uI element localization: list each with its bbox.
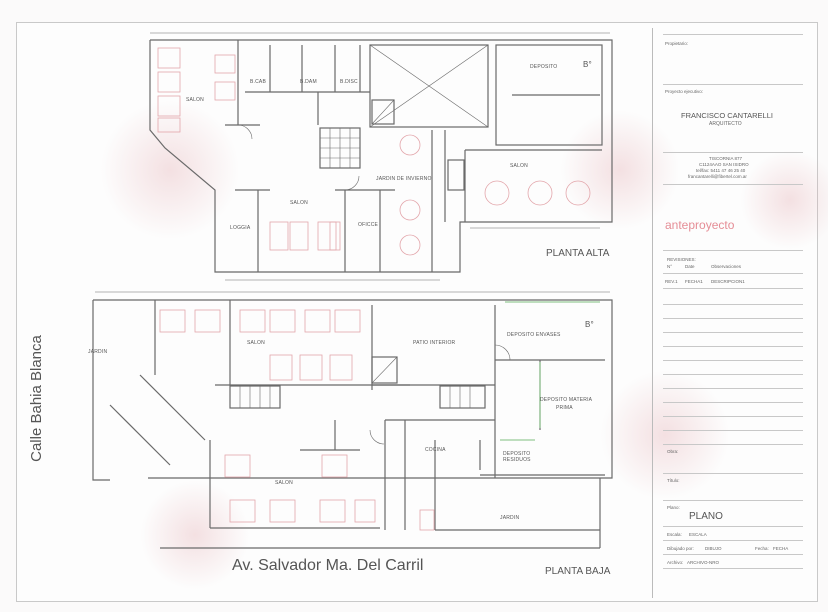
proyecto-label: Proyecto ejecutivo: bbox=[665, 89, 704, 94]
room-label: PATIO INTERIOR bbox=[413, 340, 456, 346]
archivo-value: ARCHIVO-NRO bbox=[687, 560, 720, 565]
room-label: COCINA bbox=[425, 447, 446, 453]
plano-value: PLANO bbox=[689, 511, 723, 522]
room-label: OFICCE bbox=[358, 222, 379, 228]
plan-title-planta-baja: PLANTA BAJA bbox=[545, 566, 611, 577]
rev-row-description: DESCRIPCION1 bbox=[711, 279, 745, 284]
phone: tel/fax: 5411 47 46 25 40 bbox=[696, 168, 746, 173]
escala-value: ESCALA bbox=[689, 532, 707, 537]
street-label-front: Av. Salvador Ma. Del Carril bbox=[232, 557, 424, 574]
dibujado-label: Dibujado por: bbox=[667, 546, 694, 551]
rev-col-observaciones: Observaciones bbox=[711, 264, 742, 269]
room-label: SALON bbox=[247, 340, 265, 346]
address-line-1: TISCORNIA 877 bbox=[709, 156, 743, 161]
room-label: B° bbox=[585, 320, 594, 329]
room-label: SALON bbox=[510, 163, 528, 169]
fecha-label: Fecha: bbox=[755, 546, 769, 551]
stage-label: anteproyecto bbox=[665, 218, 735, 232]
escala-label: Escala: bbox=[667, 532, 682, 537]
room-label: DEPOSITO bbox=[503, 451, 531, 457]
room-label: JARDIN bbox=[88, 349, 108, 355]
address-line-2: C1124AAO SAN ISIDRO bbox=[699, 162, 749, 167]
room-label: B.DISC bbox=[340, 79, 358, 85]
dibujado-value: DIBUJO bbox=[705, 546, 722, 551]
street-label-side: Calle Bahia Blanca bbox=[27, 335, 45, 462]
room-label: B.DAM bbox=[300, 79, 317, 85]
revisiones-label: REVISIONES: bbox=[667, 257, 696, 262]
room-label: LOGGIA bbox=[230, 225, 251, 231]
room-label: PRIMA bbox=[556, 405, 573, 411]
rev-col-number: N° bbox=[667, 264, 673, 269]
room-label: SALON bbox=[275, 480, 293, 486]
room-label: DEPOSITO MATERIA bbox=[540, 397, 593, 403]
title-block: Propietario: Proyecto ejecutivo: FRANCIS… bbox=[652, 28, 811, 598]
room-label: SALON bbox=[290, 200, 308, 206]
plan-title-planta-alta: PLANTA ALTA bbox=[546, 248, 610, 259]
archivo-label: Archivo: bbox=[667, 560, 684, 565]
propietario-label: Propietario: bbox=[665, 41, 689, 46]
room-label: DEPOSITO ENVASES bbox=[507, 332, 561, 338]
room-label: JARDIN DE INVIERNO bbox=[376, 176, 432, 182]
room-label: B° bbox=[583, 60, 592, 69]
architect-title: ARQUITECTO bbox=[709, 121, 742, 127]
room-label: DEPOSITO bbox=[530, 64, 558, 70]
obra-label: Obra: bbox=[667, 449, 679, 454]
rev-row-number: REV.1 bbox=[665, 279, 678, 284]
plano-label: Plano: bbox=[667, 505, 680, 510]
titulo-label: Título: bbox=[667, 478, 680, 483]
room-label: RESIDUOS bbox=[503, 457, 531, 463]
room-label: JARDIN bbox=[500, 515, 520, 521]
room-label: B.CAB bbox=[250, 79, 267, 85]
architect-name: FRANCISCO CANTARELLI bbox=[681, 111, 773, 120]
fecha-value: FECHA bbox=[773, 546, 789, 551]
rev-row-date: FECHA1 bbox=[685, 279, 703, 284]
email: francantarelli@fibertel.com.ar bbox=[688, 174, 747, 179]
rev-col-date: Date bbox=[685, 264, 695, 269]
room-label: SALON bbox=[186, 97, 204, 103]
